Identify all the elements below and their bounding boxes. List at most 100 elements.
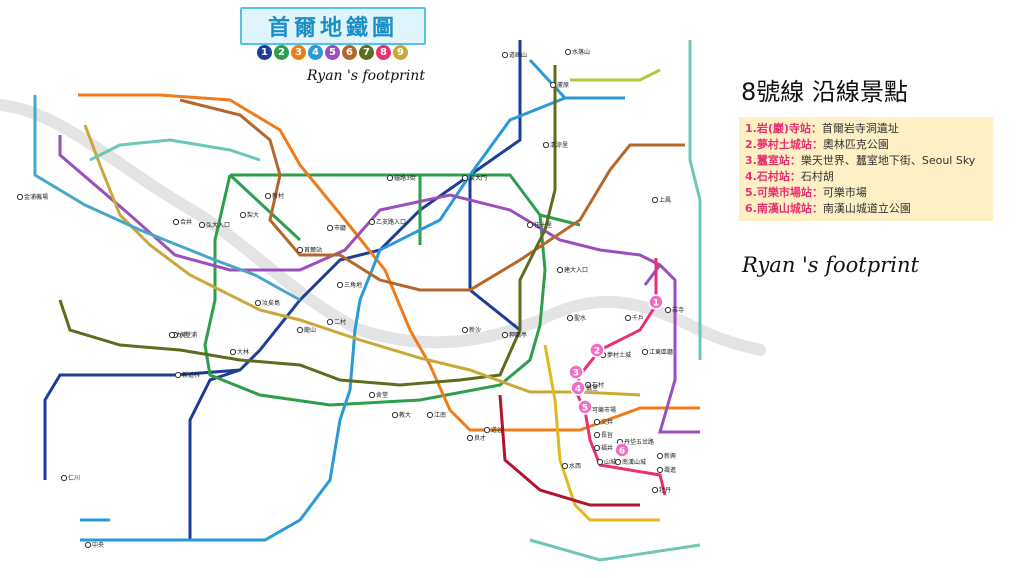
station-dot[interactable] xyxy=(593,444,601,452)
station-label[interactable]: 狎鷗亭 xyxy=(509,332,528,339)
station-label[interactable]: 岩寺 xyxy=(672,307,685,314)
station-label[interactable]: 三角地 xyxy=(344,282,363,289)
station-label[interactable]: 聖水 xyxy=(574,315,587,322)
line-6-route xyxy=(179,98,685,292)
station-label[interactable]: 新沙 xyxy=(469,327,482,334)
station-label[interactable]: 龍山 xyxy=(304,327,317,334)
station-label[interactable]: 建大入口 xyxy=(564,267,589,274)
station-dot[interactable] xyxy=(596,458,604,466)
station-label[interactable]: 梨大 xyxy=(247,212,260,219)
station-dot[interactable] xyxy=(461,174,469,182)
station-label[interactable]: 大林 xyxy=(237,349,250,356)
station-label[interactable]: 東大門 xyxy=(469,175,488,182)
station-label[interactable]: 水落山 xyxy=(572,49,591,56)
station-label[interactable]: 道谷 xyxy=(491,427,504,434)
station-label[interactable]: 福井 xyxy=(601,445,614,452)
station-dot[interactable] xyxy=(549,81,557,89)
station-label[interactable]: 往十里 xyxy=(534,222,553,229)
station-label[interactable]: 石村 xyxy=(592,382,605,389)
station-dot[interactable] xyxy=(526,221,534,229)
station-label[interactable]: 水西 xyxy=(569,463,582,470)
station-dot[interactable] xyxy=(174,371,182,379)
station-label[interactable]: 九老 xyxy=(176,332,189,339)
station-label[interactable]: 山城 xyxy=(604,459,617,466)
station-dot[interactable] xyxy=(368,218,376,226)
station-dot[interactable] xyxy=(584,381,592,389)
station-label[interactable]: 新興 xyxy=(664,453,677,460)
station-dot[interactable] xyxy=(368,391,376,399)
station-label[interactable]: 可樂市場 xyxy=(592,407,617,414)
station-label[interactable]: 中央 xyxy=(92,542,105,549)
station-label[interactable]: 江東區廳 xyxy=(649,349,674,356)
station-label[interactable]: 汝矣島 xyxy=(262,300,281,307)
station-dot[interactable] xyxy=(483,426,491,434)
station-dot[interactable] xyxy=(656,452,664,460)
station-dot[interactable] xyxy=(564,48,572,56)
station-label[interactable]: 仁川 xyxy=(68,475,81,482)
station-label[interactable]: 江南 xyxy=(434,412,447,419)
station-dot[interactable] xyxy=(501,51,509,59)
station-dot[interactable] xyxy=(556,266,564,274)
station-dot[interactable] xyxy=(656,466,664,474)
station-dot[interactable] xyxy=(641,348,649,356)
station-dot[interactable] xyxy=(561,462,569,470)
station-dot[interactable] xyxy=(593,431,601,439)
station-dot[interactable] xyxy=(651,196,659,204)
station-label[interactable]: 丹垈五岔路 xyxy=(624,439,655,446)
station-label[interactable]: 舍堂 xyxy=(376,392,389,399)
station-label[interactable]: 千戶 xyxy=(632,315,645,322)
station-dot[interactable] xyxy=(466,434,474,442)
station-label[interactable]: 文井 xyxy=(601,419,614,426)
station-label[interactable]: 清涼里 xyxy=(550,142,569,149)
station-dot[interactable] xyxy=(651,486,659,494)
station-dot[interactable] xyxy=(566,314,574,322)
station-label[interactable]: 金浦機場 xyxy=(24,194,49,201)
station-label[interactable]: 教大 xyxy=(399,412,412,419)
station-dot[interactable] xyxy=(296,326,304,334)
station-dot[interactable] xyxy=(614,458,622,466)
station-label[interactable]: 良才 xyxy=(474,435,487,442)
station-label[interactable]: 牡丹 xyxy=(659,487,672,494)
station-dot[interactable] xyxy=(16,193,24,201)
station-dot[interactable] xyxy=(461,326,469,334)
station-label[interactable]: 道峰山 xyxy=(509,52,528,59)
station-label[interactable]: 乙支路入口 xyxy=(376,219,407,226)
station-dot[interactable] xyxy=(172,218,180,226)
station-dot[interactable] xyxy=(664,306,672,314)
station-dot[interactable] xyxy=(336,281,344,289)
station-label[interactable]: 弘大入口 xyxy=(206,222,231,229)
station-label[interactable]: 二村 xyxy=(334,319,347,326)
station-dot[interactable] xyxy=(326,224,334,232)
station-dot[interactable] xyxy=(501,331,509,339)
station-dot[interactable] xyxy=(229,348,237,356)
station-dot[interactable] xyxy=(391,411,399,419)
station-label[interactable]: 合井 xyxy=(180,219,193,226)
station-dot[interactable] xyxy=(542,141,550,149)
station-dot[interactable] xyxy=(84,541,92,549)
station-dot[interactable] xyxy=(624,314,632,322)
station-dot[interactable] xyxy=(296,246,304,254)
station-label[interactable]: 市廳 xyxy=(334,225,347,232)
station-dot[interactable] xyxy=(198,221,206,229)
station-label[interactable]: 鐘路3街 xyxy=(394,175,416,182)
station-label[interactable]: 新村 xyxy=(272,193,285,200)
station-dot[interactable] xyxy=(168,331,176,339)
station-dot[interactable] xyxy=(239,211,247,219)
station-label[interactable]: 夢村土城 xyxy=(607,352,632,359)
station-label[interactable]: 蘆原 xyxy=(557,82,570,89)
station-dot[interactable] xyxy=(326,318,334,326)
station-dot[interactable] xyxy=(264,192,272,200)
station-dot[interactable] xyxy=(60,474,68,482)
station-label[interactable]: 長旨 xyxy=(601,432,614,439)
station-dot[interactable] xyxy=(426,411,434,419)
station-dot[interactable] xyxy=(593,418,601,426)
station-label[interactable]: 蠶室 xyxy=(586,385,599,392)
station-label[interactable]: 南漢山城 xyxy=(622,459,647,466)
station-dot[interactable] xyxy=(386,174,394,182)
station-label[interactable]: 上鳳 xyxy=(659,197,672,204)
station-label[interactable]: 永登浦 xyxy=(179,332,198,339)
station-dot[interactable] xyxy=(254,299,262,307)
station-label[interactable]: 壽進 xyxy=(664,467,677,474)
station-label[interactable]: 新道林 xyxy=(182,372,201,379)
station-label[interactable]: 首爾站 xyxy=(304,247,323,254)
